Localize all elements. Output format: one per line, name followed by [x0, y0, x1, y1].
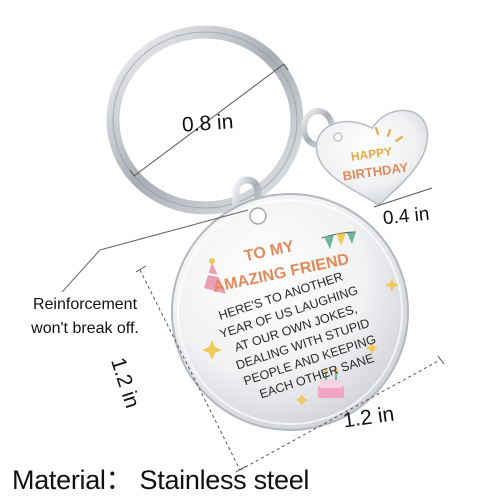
ring-dimension-line [129, 63, 289, 177]
party-hat-icon [204, 258, 226, 294]
reinforcement-pointer [61, 209, 249, 293]
cake-icon [318, 368, 344, 398]
heart-dimension-line [373, 187, 433, 208]
sparkle-icon [375, 127, 403, 142]
reinforcement-line-1: Reinforcement [32, 296, 138, 313]
ring-diameter-label: 0.8 in [181, 110, 235, 137]
material-caption: Material： Stainless steel [12, 465, 310, 495]
heart-tag [315, 109, 429, 207]
bunting-icon [321, 231, 357, 249]
heart-text-happy: HAPPY [350, 144, 393, 164]
disc-tag [171, 193, 409, 431]
split-ring [106, 25, 304, 215]
sparkle-icon [202, 278, 399, 406]
disc-width-dimension-line [239, 355, 445, 471]
reinforcement-note: Reinforcement won't break off. [10, 293, 160, 341]
reinforcement-line-2: won't break off. [31, 320, 139, 337]
